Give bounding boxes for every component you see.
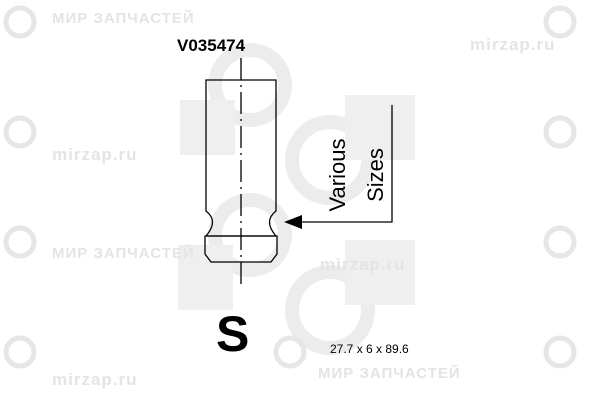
valve-head bbox=[204, 235, 278, 263]
watermark-domain: mirzap.ru bbox=[52, 370, 138, 389]
mirzap-pin-icon bbox=[3, 5, 37, 39]
arrow-head-icon bbox=[284, 215, 302, 229]
dimensions-label: 27.7 x 6 x 89.6 bbox=[330, 342, 409, 356]
watermark-square bbox=[178, 245, 233, 310]
watermark-domain: mirzap.ru bbox=[470, 35, 556, 54]
mirzap-pin-icon bbox=[543, 335, 577, 369]
mirzap-pin-icon bbox=[543, 115, 577, 149]
part-number: V035474 bbox=[177, 36, 246, 55]
watermark-domain: mirzap.ru bbox=[320, 255, 406, 274]
watermark-brand: МИР ЗАПЧАСТЕЙ bbox=[52, 10, 195, 27]
bga-watermark-logo bbox=[208, 193, 292, 277]
mirzap-pin-icon bbox=[3, 335, 37, 369]
annotation-various: Various bbox=[325, 139, 350, 212]
mirzap-pin-icon bbox=[3, 225, 37, 259]
mirzap-pin-icon bbox=[543, 225, 577, 259]
watermark-domain: mirzap.ru bbox=[52, 145, 138, 164]
leader-line bbox=[300, 105, 393, 223]
mirzap-pin-icon bbox=[3, 115, 37, 149]
watermark-brand: МИР ЗАПЧАСТЕЙ bbox=[318, 365, 461, 382]
mirzap-pin-icon bbox=[543, 5, 577, 39]
watermark-brand: МИР ЗАПЧАСТЕЙ bbox=[52, 245, 195, 262]
watermark-square bbox=[345, 95, 415, 160]
valve-type-label: S bbox=[216, 306, 250, 362]
watermark-square bbox=[180, 100, 235, 155]
bga-watermark-logo bbox=[285, 265, 375, 355]
mirzap-pin-icon bbox=[273, 335, 307, 369]
watermark-square bbox=[345, 240, 415, 305]
annotation-sizes: Sizes bbox=[363, 148, 388, 202]
bga-watermark-logo bbox=[208, 43, 292, 127]
